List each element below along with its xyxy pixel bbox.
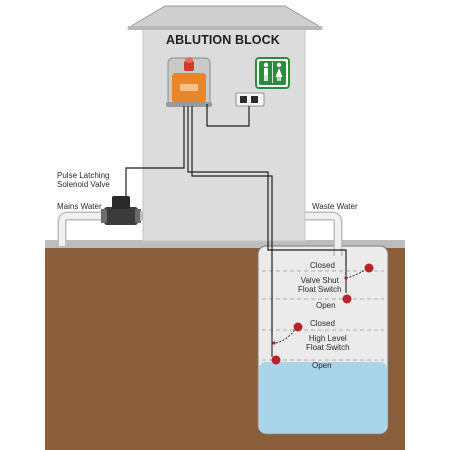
- high-level-float-upper: [293, 322, 303, 332]
- roof-eave: [128, 26, 322, 30]
- closed-top-label: Closed: [310, 261, 335, 270]
- high-level-float-tether: [275, 327, 297, 344]
- float-cable-a: [187, 106, 347, 266]
- valve-shut-float-pivot: [344, 276, 348, 280]
- valve-shut-switch-label: Valve Shut Float Switch: [298, 276, 342, 294]
- high-level-switch-label: High Level Float Switch: [306, 334, 350, 352]
- mains-pipe-inner: [59, 213, 108, 246]
- power-cable: [206, 104, 250, 127]
- waste-pipe-inner: [305, 213, 341, 256]
- valve-label: Pulse Latching Solenoid Valve: [57, 171, 110, 189]
- valve-shut-float-lower: [342, 294, 352, 304]
- high-level-float-lower: [271, 355, 281, 365]
- open-top-label: Open: [316, 301, 336, 310]
- ground-top-edge: [45, 240, 405, 248]
- roof: [126, 5, 324, 29]
- mains-water-label: Mains Water: [57, 202, 102, 211]
- tank-water: [259, 362, 387, 433]
- controller: [166, 57, 212, 107]
- valve-cable: [125, 106, 185, 196]
- waste-water-label: Waste Water: [312, 202, 358, 211]
- beacon-icon: [184, 57, 194, 71]
- high-level-float-pivot: [272, 341, 276, 345]
- solenoid-valve: [101, 196, 141, 225]
- building-title: ABLUTION BLOCK: [166, 33, 280, 47]
- closed-bottom-label: Closed: [310, 319, 335, 328]
- power-outlet-icon: [235, 92, 265, 107]
- float-cable-b: [191, 106, 273, 335]
- valve-shut-float-upper: [364, 263, 374, 273]
- male-female-icon: [255, 57, 290, 89]
- open-bottom-label: Open: [312, 361, 332, 370]
